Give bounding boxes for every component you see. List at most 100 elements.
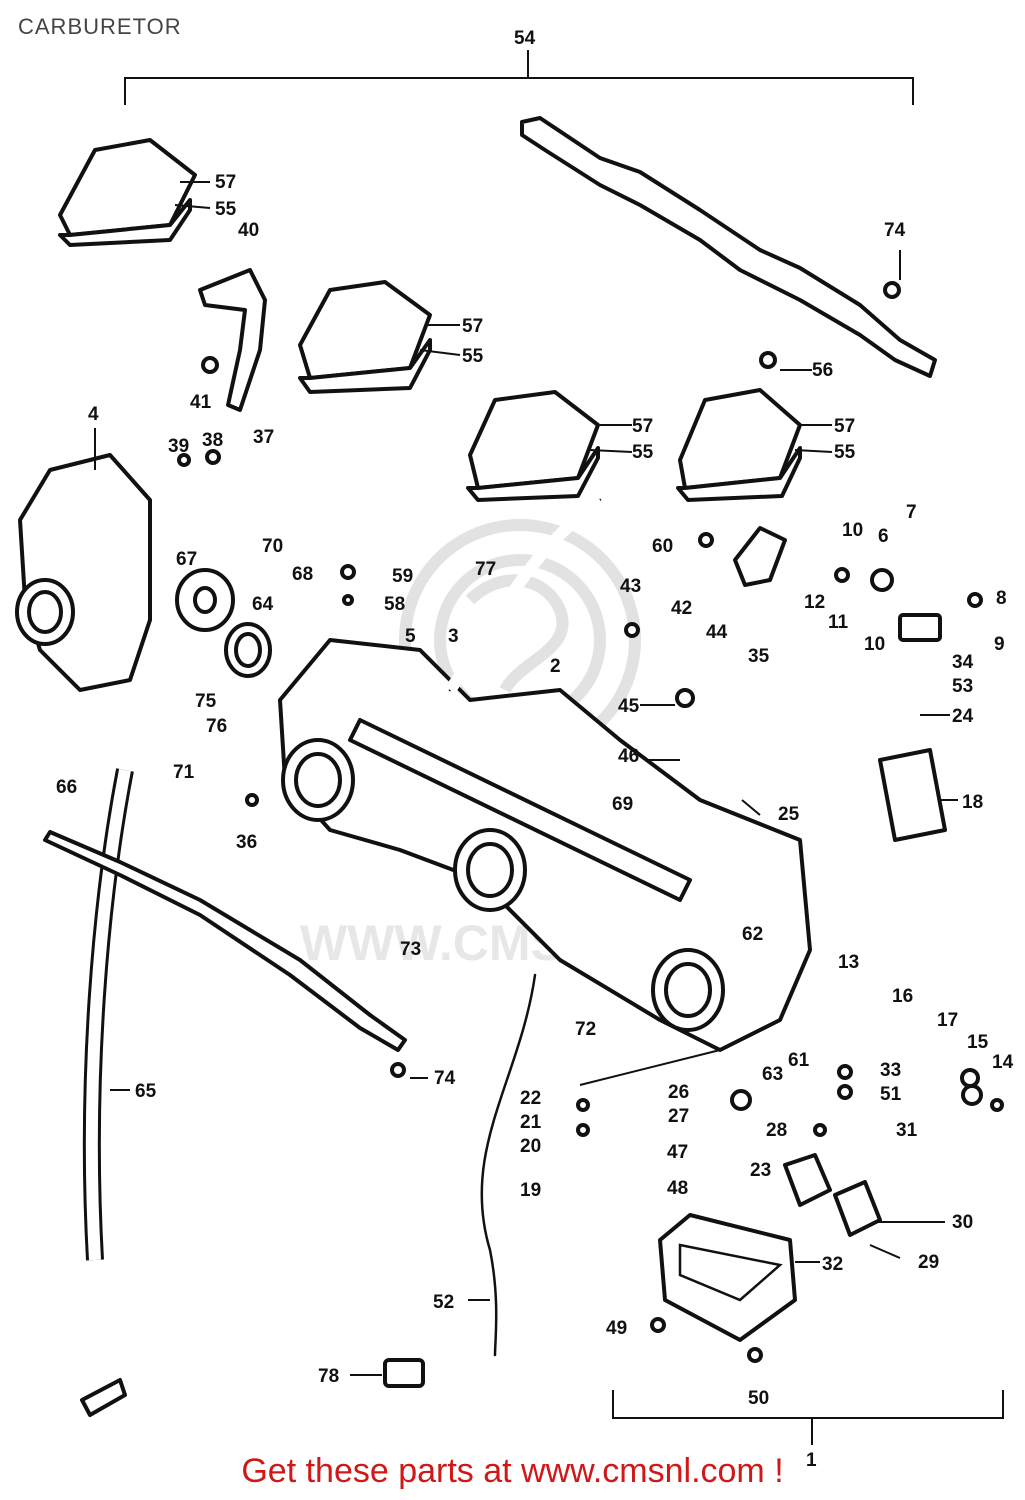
callout-75: 75	[195, 691, 217, 712]
bracket-54	[124, 50, 914, 105]
callout-39: 39	[168, 436, 189, 457]
direction-arrow-icon	[80, 1378, 127, 1417]
callout-30: 30	[952, 1212, 973, 1233]
float-29	[783, 1153, 882, 1237]
cover-1	[58, 138, 197, 247]
callout-31: 31	[896, 1120, 918, 1141]
callout-76: 76	[206, 716, 227, 737]
carb-bank	[278, 638, 812, 1052]
callout-26: 26	[668, 1082, 689, 1103]
lever-67	[175, 568, 235, 632]
callout-55: 55	[834, 442, 856, 463]
small-fasteners	[177, 281, 1004, 1363]
callout-12: 12	[804, 592, 825, 613]
callout-37: 37	[253, 427, 274, 448]
callout-78: 78	[318, 1366, 339, 1387]
callout-7: 7	[906, 502, 917, 523]
callout-19: 19	[520, 1180, 541, 1201]
callout-67: 67	[176, 549, 197, 570]
callout-11: 11	[828, 612, 849, 633]
callout-44: 44	[706, 622, 728, 643]
callout-47: 47	[667, 1142, 688, 1163]
callout-77: 77	[475, 559, 496, 580]
carb-body-left	[15, 453, 152, 692]
callout-57: 57	[632, 416, 653, 437]
callout-24: 24	[952, 706, 974, 727]
spring-64	[224, 622, 272, 678]
callout-51: 51	[880, 1084, 902, 1105]
callout-38: 38	[202, 430, 223, 451]
top-rail	[520, 116, 937, 378]
callout-40: 40	[238, 220, 259, 241]
callout-48: 48	[667, 1178, 688, 1199]
callout-8: 8	[996, 588, 1007, 609]
float-bowl	[658, 1213, 797, 1342]
callout-71: 71	[173, 762, 195, 783]
callout-35: 35	[748, 646, 770, 667]
callout-1: 1	[806, 1450, 817, 1471]
callout-17: 17	[937, 1010, 958, 1031]
bracket-40	[198, 268, 267, 412]
callout-66: 66	[56, 777, 77, 798]
callout-56: 56	[812, 360, 833, 381]
callout-57: 57	[834, 416, 855, 437]
hose-52	[480, 973, 537, 1357]
lower-rail	[43, 830, 407, 1052]
callout-74: 74	[434, 1068, 456, 1089]
callout-18: 18	[962, 792, 983, 813]
callout-5: 5	[405, 626, 416, 647]
callout-63: 63	[762, 1064, 783, 1085]
part-9	[898, 613, 942, 642]
callout-23: 23	[750, 1160, 771, 1181]
sensor-18	[878, 748, 947, 842]
callout-52: 52	[433, 1292, 454, 1313]
callout-61: 61	[788, 1050, 810, 1071]
callout-73: 73	[400, 939, 421, 960]
callout-27: 27	[668, 1106, 689, 1127]
fitting-78	[383, 1358, 425, 1388]
callout-25: 25	[778, 804, 800, 825]
callout-70: 70	[262, 536, 283, 557]
callout-50: 50	[748, 1388, 769, 1409]
callout-20: 20	[520, 1136, 541, 1157]
callout-14: 14	[992, 1052, 1014, 1073]
callout-13: 13	[838, 952, 859, 973]
diagram-title: CARBURETOR	[18, 14, 182, 39]
callout-15: 15	[967, 1032, 989, 1053]
callout-74: 74	[884, 220, 906, 241]
callout-32: 32	[822, 1254, 843, 1275]
footer-link[interactable]: Get these parts at www.cmsnl.com !	[241, 1452, 784, 1490]
callout-55: 55	[215, 199, 237, 220]
callout-10: 10	[864, 634, 885, 655]
callout-59: 59	[392, 566, 413, 587]
callout-54: 54	[514, 28, 536, 49]
callout-34: 34	[952, 652, 974, 673]
callout-9: 9	[994, 634, 1005, 655]
callout-45: 45	[618, 696, 640, 717]
callout-42: 42	[671, 598, 692, 619]
hose-77	[445, 495, 604, 694]
callout-69: 69	[612, 794, 633, 815]
callout-65: 65	[135, 1081, 157, 1102]
leader-lines	[94, 181, 958, 1376]
callout-labels: 54 57 55 40 74 57 55 56 41 4 57 55 57 55…	[56, 28, 1014, 1471]
callout-55: 55	[462, 346, 484, 367]
callout-55: 55	[632, 442, 654, 463]
callout-21: 21	[520, 1112, 542, 1133]
callout-2: 2	[550, 656, 561, 677]
callout-43: 43	[620, 576, 641, 597]
callout-33: 33	[880, 1060, 901, 1081]
callout-49: 49	[606, 1318, 627, 1339]
callout-53: 53	[952, 676, 973, 697]
cover-2	[298, 280, 432, 394]
cover-3	[466, 390, 600, 502]
part-35	[733, 526, 787, 587]
callout-72: 72	[575, 1019, 596, 1040]
callout-36: 36	[236, 832, 257, 853]
callout-16: 16	[892, 986, 913, 1007]
hose-65	[82, 768, 134, 1261]
callout-68: 68	[292, 564, 313, 585]
callout-6: 6	[878, 526, 889, 547]
callout-3: 3	[448, 626, 459, 647]
